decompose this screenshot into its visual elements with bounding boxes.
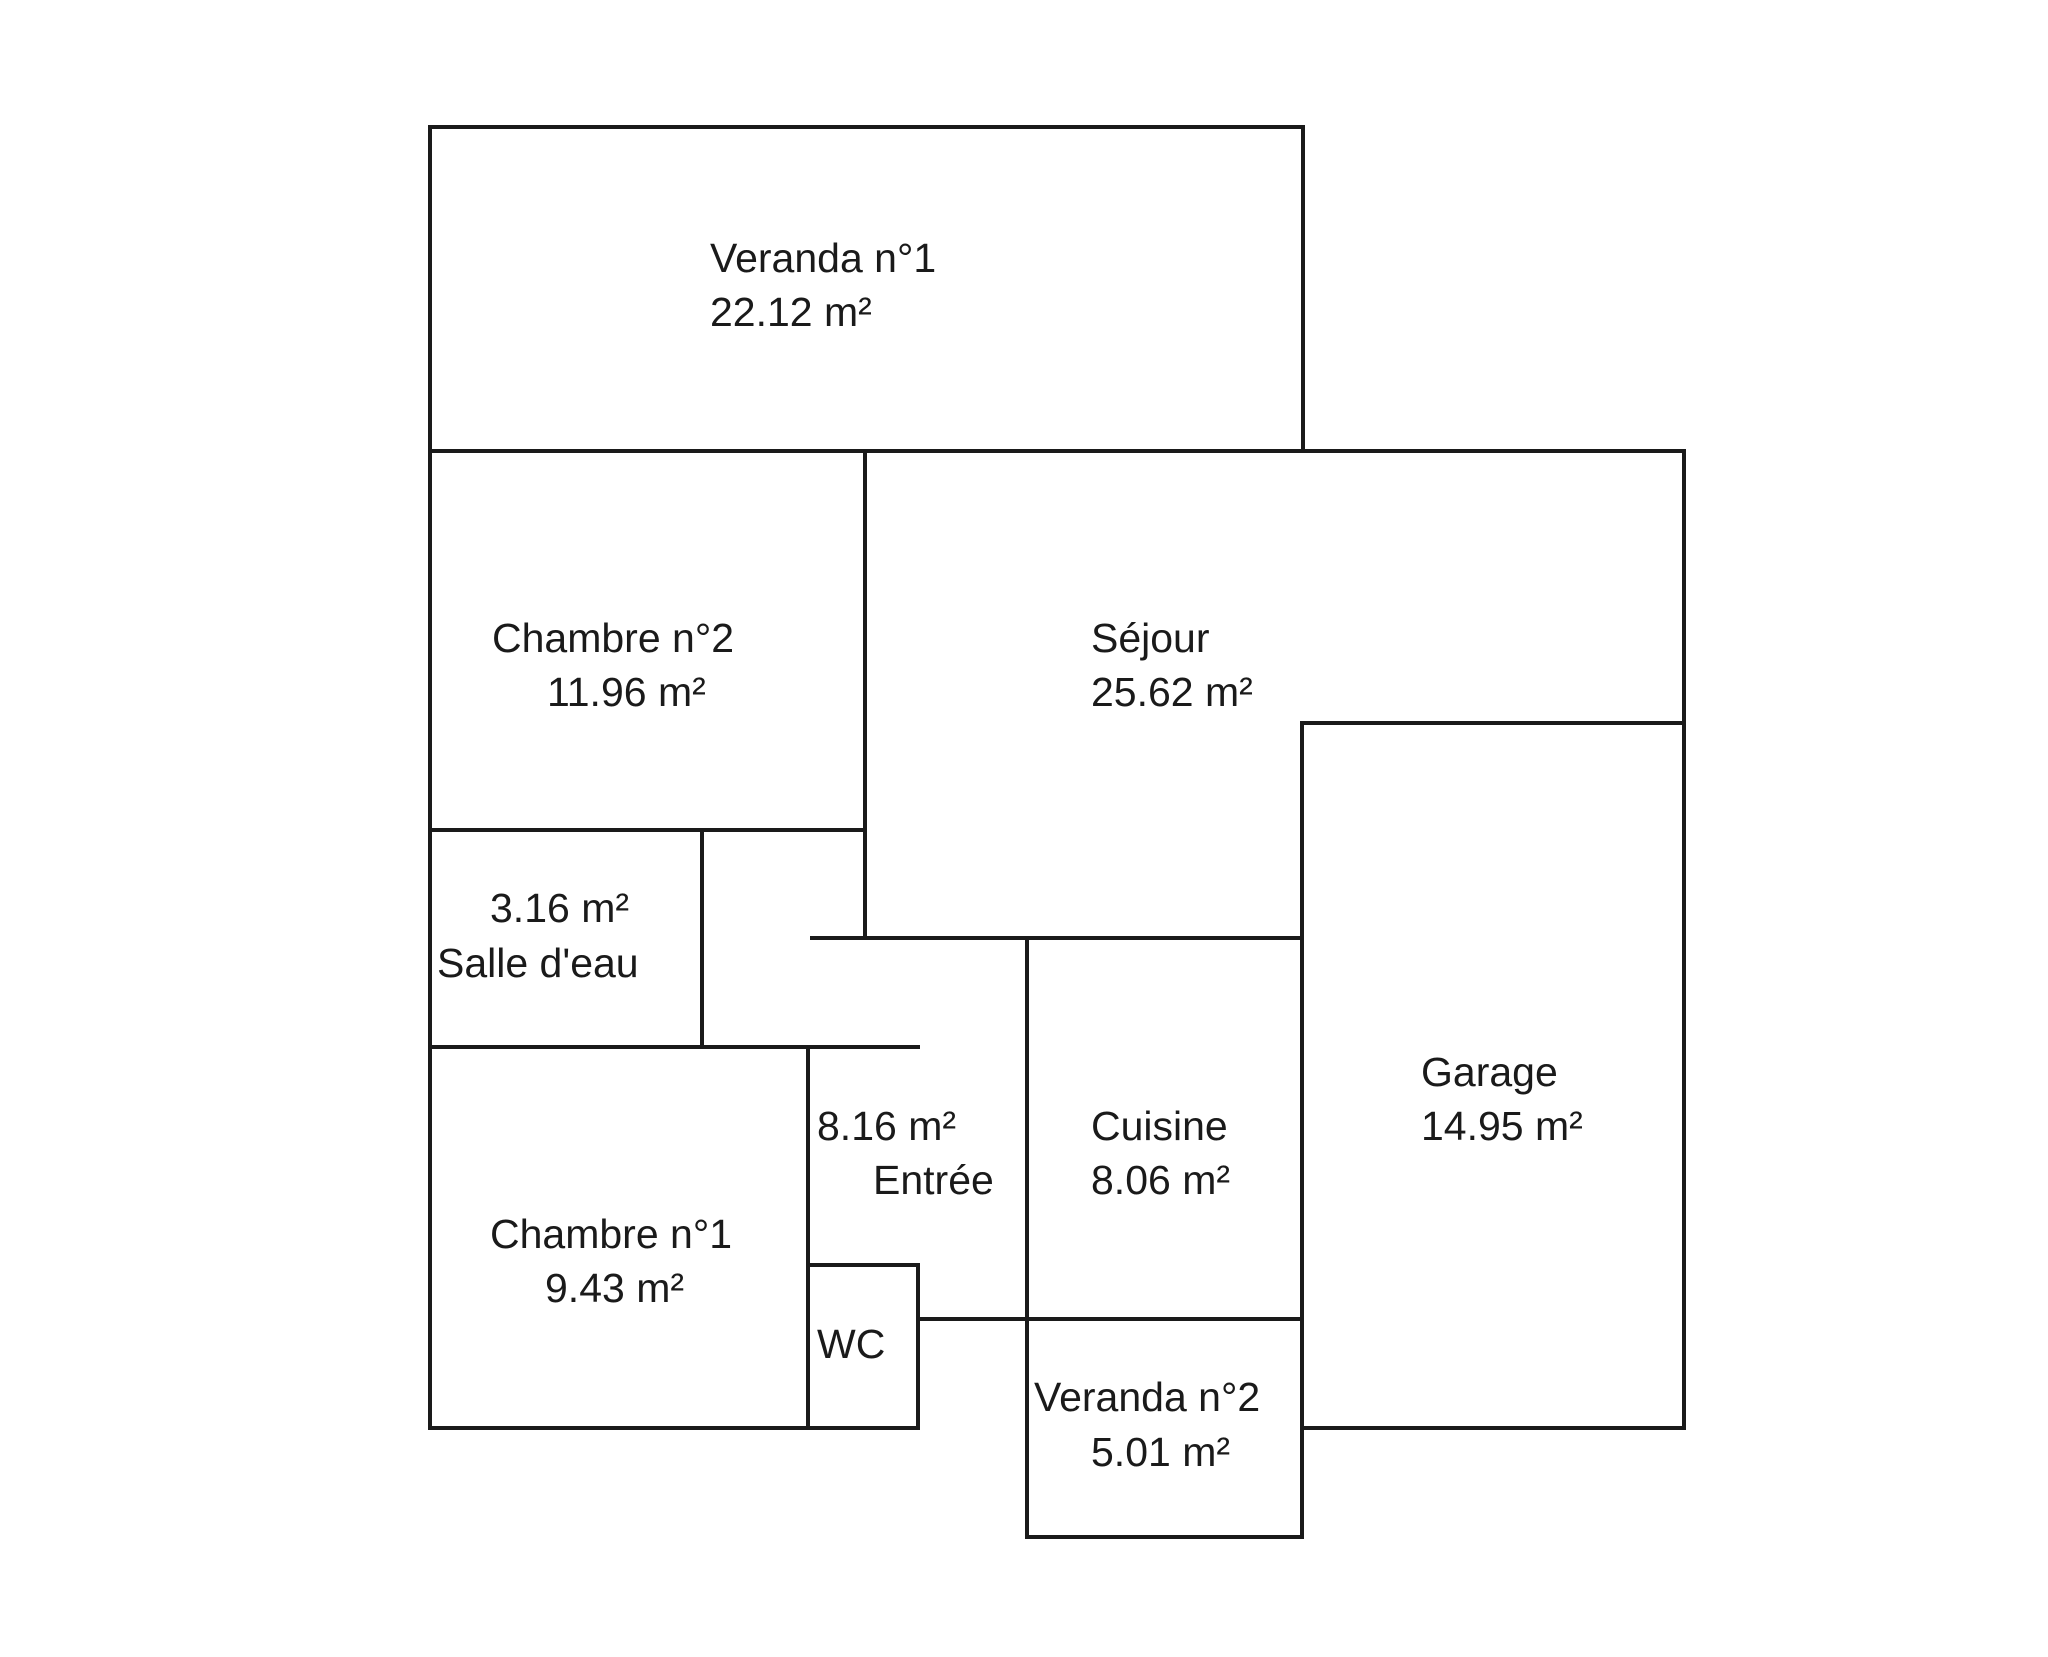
room-name: Entrée — [873, 1157, 994, 1203]
room-area: 8.16 m² — [817, 1103, 956, 1149]
room-area: 22.12 m² — [710, 289, 872, 335]
room-area: 5.01 m² — [1091, 1429, 1230, 1475]
room-chambre1: Chambre n°1 9.43 m² — [490, 1211, 732, 1311]
room-name: Garage — [1421, 1049, 1558, 1095]
room-name: Veranda n°2 — [1034, 1374, 1260, 1420]
room-veranda1: Veranda n°1 22.12 m² — [710, 235, 936, 335]
room-sejour: Séjour 25.62 m² — [1091, 615, 1253, 715]
room-area: 8.06 m² — [1091, 1157, 1230, 1203]
room-wc: WC — [817, 1321, 885, 1367]
room-name: Chambre n°2 — [492, 615, 734, 661]
room-name: Salle d'eau — [437, 940, 639, 986]
room-area: 9.43 m² — [545, 1265, 684, 1311]
room-entree: 8.16 m² Entrée — [817, 1103, 994, 1203]
walls — [428, 125, 1686, 1539]
room-name: WC — [817, 1321, 885, 1367]
room-veranda2: Veranda n°2 5.01 m² — [1034, 1374, 1260, 1475]
room-name: Chambre n°1 — [490, 1211, 732, 1257]
room-area: 14.95 m² — [1421, 1103, 1583, 1149]
room-cuisine: Cuisine 8.06 m² — [1091, 1103, 1230, 1203]
room-name: Séjour — [1091, 615, 1210, 661]
room-area: 3.16 m² — [490, 885, 629, 931]
room-name: Cuisine — [1091, 1103, 1228, 1149]
room-chambre2: Chambre n°2 11.96 m² — [492, 615, 734, 715]
room-garage: Garage 14.95 m² — [1421, 1049, 1583, 1149]
room-area: 11.96 m² — [547, 669, 706, 715]
room-area: 25.62 m² — [1091, 669, 1253, 715]
room-name: Veranda n°1 — [710, 235, 936, 281]
room-salle-eau: 3.16 m² Salle d'eau — [437, 885, 639, 986]
